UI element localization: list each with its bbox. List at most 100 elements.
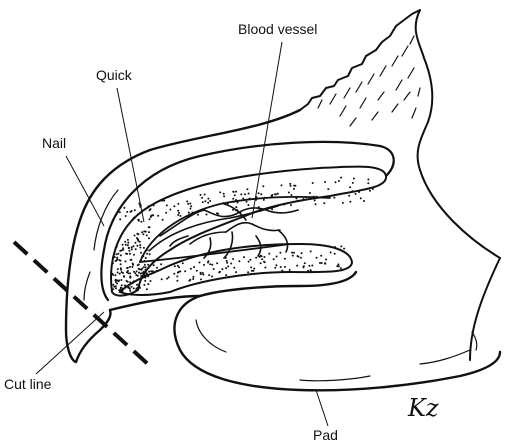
stipple-dot [116, 282, 119, 285]
stipple-dot [263, 261, 266, 264]
stipple-dot [230, 262, 233, 265]
stipple-dot [166, 277, 169, 280]
stipple-dot [279, 266, 282, 268]
stipple-dot [198, 261, 201, 264]
stipple-dot [232, 258, 235, 260]
stipple-dot [141, 231, 144, 234]
stipple-dot [235, 206, 238, 209]
nail [83, 140, 395, 302]
stipple-dot [155, 269, 158, 272]
stipple-dot [340, 176, 342, 179]
stipple-dot [119, 267, 122, 270]
stipple-dot [333, 246, 336, 248]
stipple-dot [124, 284, 127, 287]
stipple-dot [142, 233, 145, 236]
stipple-dot [363, 200, 365, 202]
stipple-dot [134, 241, 137, 244]
stipple-dot [113, 256, 116, 259]
stipple-dot [148, 253, 151, 256]
stipple-dot [294, 184, 297, 187]
stipple-dot [127, 247, 130, 250]
stipple-dot [136, 264, 139, 267]
stipple-dot [161, 218, 164, 221]
stipple-dot [116, 258, 119, 261]
stipple-dot [295, 197, 298, 200]
stipple-dot [144, 266, 147, 269]
stipple-dot [189, 202, 192, 205]
stipple-dot [121, 287, 124, 290]
stipple-dot [184, 270, 187, 273]
stipple-dot [152, 264, 155, 267]
stipple-dot [134, 248, 137, 251]
stipple-dot [111, 262, 114, 265]
stipple-dot [309, 250, 312, 253]
stipple-dot [334, 181, 337, 184]
stipple-dot [324, 262, 327, 265]
stipple-dot [187, 202, 190, 205]
stipple-dot [121, 243, 124, 246]
stipple-dot [126, 266, 129, 269]
stipple-dot [299, 256, 302, 259]
stipple-dot [225, 274, 228, 277]
stipple-dot [139, 246, 142, 249]
stipple-dot [367, 182, 370, 185]
stipple-dot [275, 255, 278, 258]
stipple-dot [138, 285, 141, 288]
stipple-dot [131, 262, 134, 265]
stipple-dot [147, 275, 150, 278]
stipple-dot [222, 192, 225, 195]
stipple-dot [189, 267, 192, 270]
stipple-dot [201, 201, 204, 204]
stipple-dot [169, 208, 172, 211]
stipple-dot [340, 245, 343, 248]
stipple-dot [337, 265, 340, 268]
stipple-dot [125, 252, 128, 255]
stipple-dot [129, 289, 132, 292]
stipple-dot [242, 197, 245, 200]
stipple-dot [336, 265, 339, 268]
stipple-dot [324, 181, 327, 183]
stipple-dot [119, 254, 122, 257]
stipple-dot [337, 180, 340, 182]
stipple-dot [140, 268, 143, 271]
fur-hatching [317, 35, 421, 127]
stipple-dot [240, 193, 243, 196]
stipple-dot [119, 288, 122, 291]
stipple-dot [193, 266, 196, 269]
stipple-dot [189, 207, 192, 210]
stipple-dot [274, 266, 277, 269]
stipple-dot [136, 244, 139, 247]
stipple-dot [296, 199, 299, 202]
stipple-dot [177, 214, 180, 216]
stipple-dot [160, 199, 163, 201]
stipple-dot [117, 252, 120, 255]
stipple-dot [187, 211, 190, 214]
stipple-dot [135, 287, 138, 290]
stipple-dot [176, 279, 179, 282]
stipple-dot [233, 266, 236, 269]
stipple-dot [128, 252, 131, 255]
leader-lines [35, 41, 329, 427]
stipple-dot [323, 202, 326, 205]
stipple-dot [141, 276, 144, 279]
label-cut-line: Cut line [4, 376, 52, 392]
stipple-dot [358, 191, 361, 193]
stipple-dot [178, 212, 180, 214]
stipple-dot [114, 274, 117, 277]
stipple-dot [128, 287, 131, 290]
stipple-dot [133, 253, 135, 256]
stipple-dot [238, 260, 241, 263]
stipple-dot [145, 288, 148, 291]
stipple-dot [135, 289, 138, 292]
stipple-dot [274, 193, 276, 196]
stipple-dot [124, 260, 127, 263]
stipple-dot [146, 252, 149, 255]
stipple-dot [195, 269, 198, 272]
stipple-dot [293, 187, 295, 190]
stipple-dot [111, 272, 114, 275]
stipple-dot [308, 192, 311, 194]
stipple-dot [160, 263, 163, 266]
stipple-dot [290, 204, 292, 206]
stipple-dot [320, 262, 323, 264]
stipple-dot [152, 204, 155, 207]
